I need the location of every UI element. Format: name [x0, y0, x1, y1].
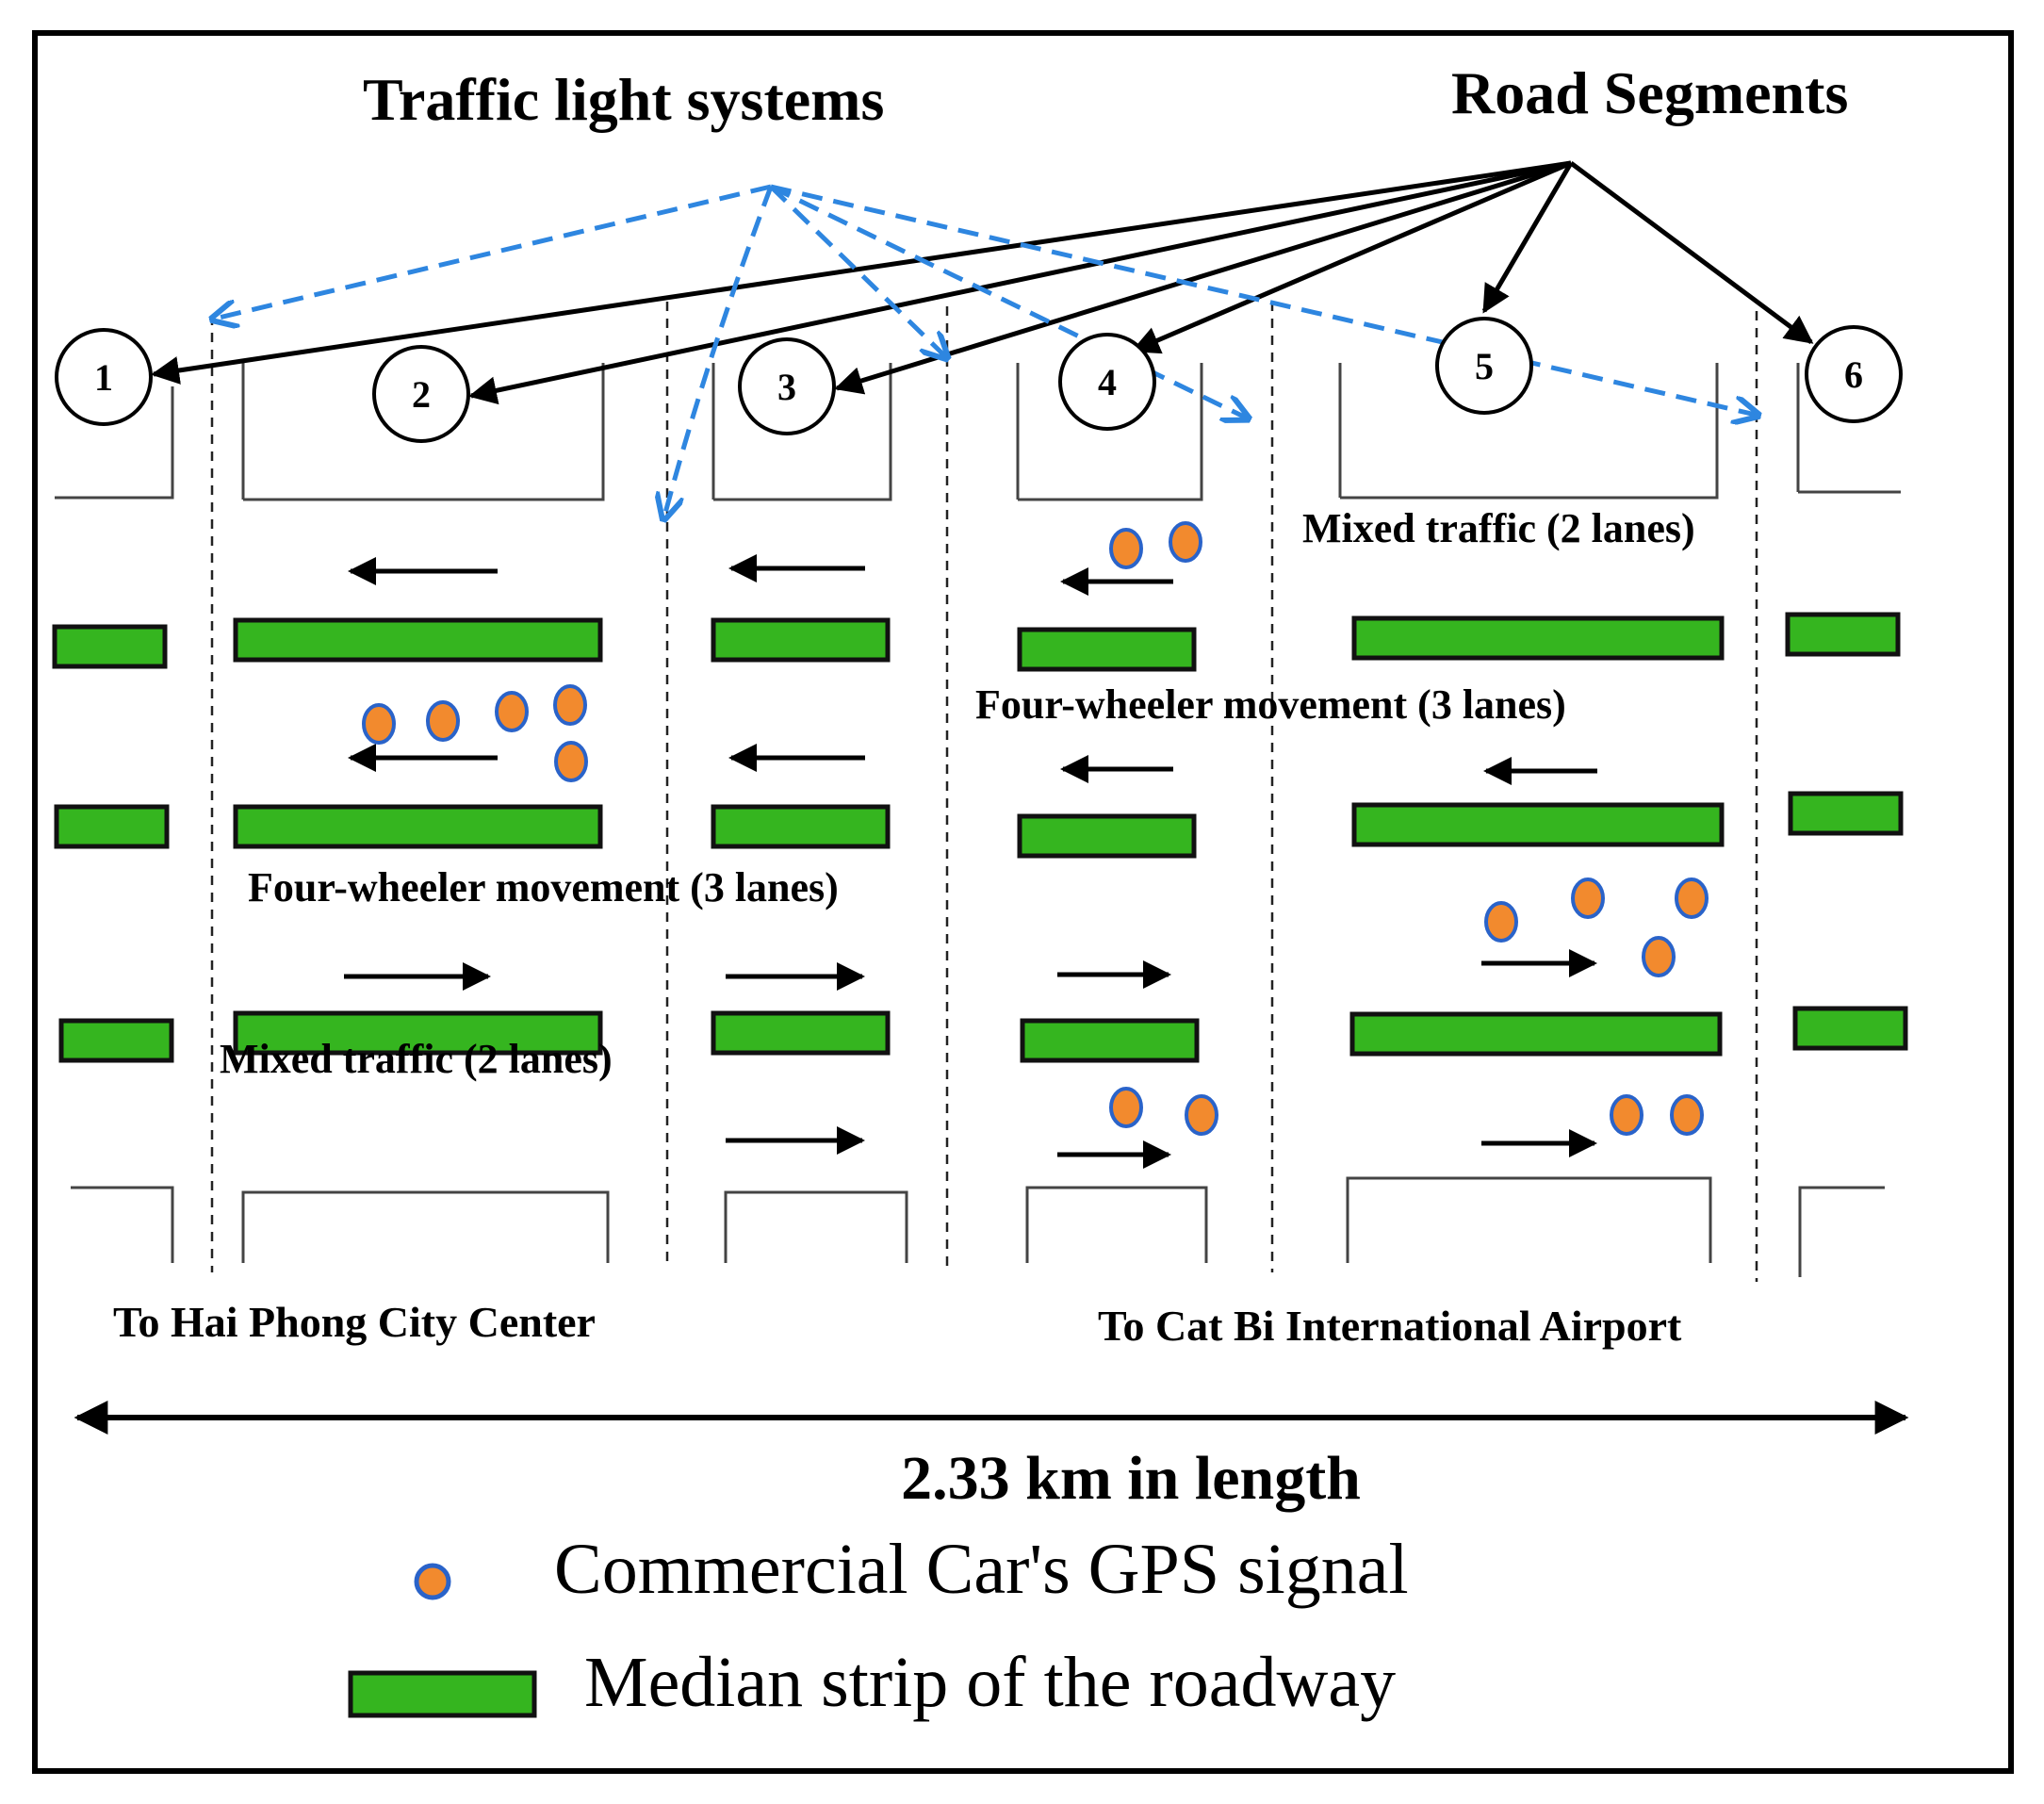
segment-marker-3: 3	[738, 337, 836, 435]
destination-left: To Hai Phong City Center	[113, 1298, 596, 1346]
median-strip	[54, 804, 170, 849]
traffic-light-pointer-arrows	[215, 184, 1756, 517]
segment-pointer	[151, 160, 1572, 385]
legend-median-label: Median strip of the roadway	[584, 1643, 1396, 1722]
gps-signal	[1169, 521, 1202, 563]
traffic-light-pointer	[769, 185, 945, 356]
median-strip	[1351, 802, 1725, 847]
gps-signal	[1675, 877, 1709, 919]
lane-label-mixed-lower: Mixed traffic (2 lanes)	[220, 1036, 613, 1082]
traffic-light-pointer	[770, 184, 1756, 415]
segment-pointer	[1131, 160, 1572, 354]
building-top-1	[55, 386, 174, 500]
length-label: 2.33 km in length	[901, 1444, 1361, 1513]
building-bottom-6	[1798, 1186, 1885, 1277]
gps-signal	[1670, 1094, 1704, 1136]
gps-signal	[1571, 877, 1605, 919]
building-bottom-5	[1346, 1176, 1712, 1263]
median-strip	[1351, 615, 1725, 661]
direction-arrows	[344, 554, 1597, 1169]
segment-pointer	[834, 160, 1572, 395]
segment-marker-4: 4	[1058, 333, 1156, 431]
segment-marker-6: 6	[1805, 325, 1903, 423]
segment-marker-5: 5	[1435, 317, 1533, 415]
segment-pointer	[1569, 160, 1814, 345]
median-strip	[1017, 627, 1197, 672]
median-strip	[1792, 1006, 1908, 1051]
lane-label-fourwheel-upper: Four-wheeler movement (3 lanes)	[975, 681, 1566, 728]
segment-markers: 1 2 3 4 5 6	[55, 317, 1903, 443]
traffic-light-pointer	[664, 186, 774, 517]
gps-signals	[362, 521, 1709, 1136]
road-segments-title: Road Segments	[1451, 59, 1848, 126]
median-strip	[233, 617, 603, 663]
median-strip	[1349, 1011, 1723, 1057]
building-top-2	[241, 363, 605, 501]
median-strips	[52, 612, 1908, 1063]
gps-signal	[1109, 528, 1143, 569]
median-strip	[1788, 791, 1904, 836]
segment-pointer	[1481, 161, 1574, 314]
building-bottom-1	[71, 1186, 174, 1263]
building-bottom-3	[724, 1190, 908, 1263]
gps-signal	[554, 741, 588, 782]
median-strip	[1017, 813, 1197, 859]
segment-marker-2: 2	[372, 345, 470, 443]
segment-number: 2	[412, 373, 431, 416]
median-strip	[1785, 612, 1901, 657]
segment-pointer	[468, 160, 1572, 405]
gps-signal	[362, 703, 396, 745]
gps-signal	[495, 691, 529, 732]
legend-median-swatch	[348, 1670, 537, 1718]
median-strip	[58, 1018, 174, 1063]
destination-right: To Cat Bi International Airport	[1098, 1302, 1682, 1350]
median-strip	[233, 804, 603, 849]
gps-signal	[553, 684, 587, 726]
median-strip	[1020, 1018, 1200, 1063]
median-strip	[711, 617, 891, 663]
median-strip	[233, 1010, 603, 1056]
building-top-3	[711, 363, 892, 501]
gps-signal	[1185, 1094, 1218, 1136]
lane-label-fourwheel-lower: Four-wheeler movement (3 lanes)	[248, 864, 839, 910]
segment-number: 1	[94, 356, 113, 399]
building-top-6	[1796, 363, 1901, 494]
median-strip	[52, 624, 168, 669]
traffic-lights-title: Traffic light systems	[363, 66, 884, 133]
buildings-bottom	[71, 1176, 1885, 1277]
buildings-top	[55, 363, 1901, 501]
building-top-4	[1016, 363, 1203, 501]
median-strip	[711, 804, 891, 849]
traffic-light-pointer	[769, 184, 1246, 418]
gps-signal	[426, 700, 460, 742]
legend-gps-swatch	[414, 1563, 451, 1600]
gps-signal	[1484, 901, 1518, 943]
segment-number: 3	[777, 366, 796, 408]
building-bottom-2	[241, 1190, 610, 1263]
segment-marker-1: 1	[55, 328, 153, 426]
gps-signal	[1610, 1094, 1643, 1136]
segment-number: 5	[1475, 345, 1494, 387]
legend: Commercial Car's GPS signal Median strip…	[348, 1530, 1409, 1722]
gps-signal	[1109, 1087, 1143, 1128]
gps-signal	[1642, 936, 1676, 977]
building-bottom-4	[1025, 1186, 1208, 1263]
lane-label-mixed-upper: Mixed traffic (2 lanes)	[1302, 505, 1695, 551]
segment-number: 6	[1844, 353, 1863, 396]
segment-pointer-arrows	[151, 160, 1814, 405]
segment-boundaries	[210, 302, 1758, 1282]
median-strip	[711, 1010, 891, 1056]
legend-gps-label: Commercial Car's GPS signal	[554, 1530, 1409, 1609]
segment-number: 4	[1098, 361, 1117, 403]
